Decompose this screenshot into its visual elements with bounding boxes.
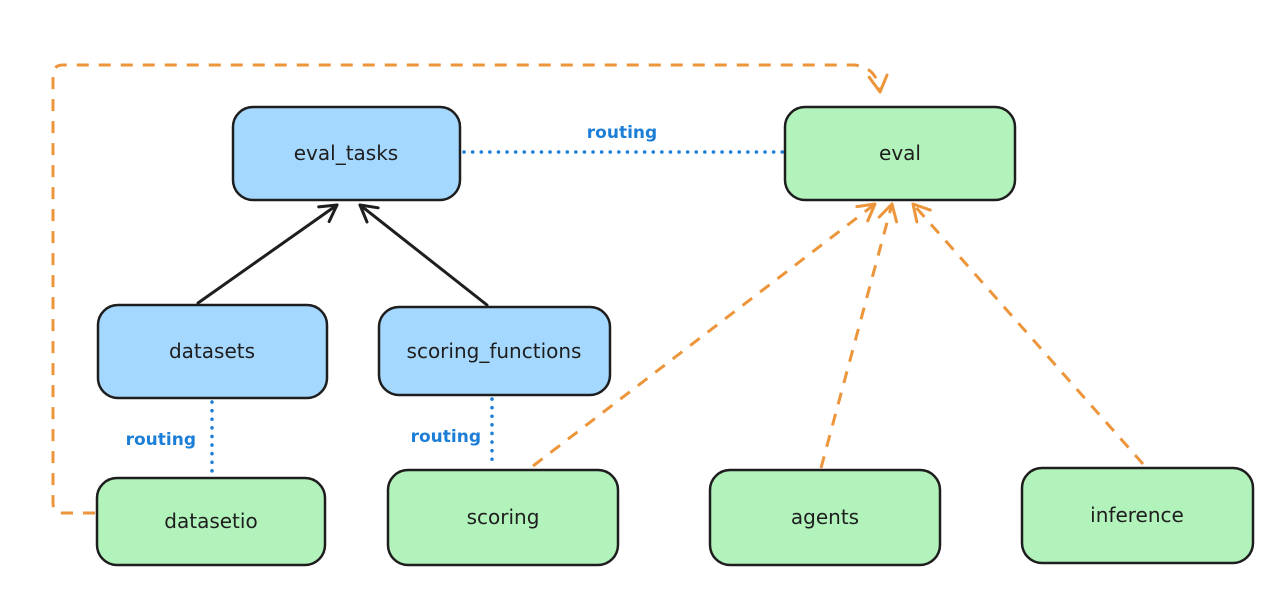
node-scoring-label: scoring bbox=[467, 505, 540, 529]
edge-scoring-to-eval bbox=[532, 202, 877, 468]
routing-label-datasetio: routing bbox=[126, 430, 196, 450]
node-inference-label: inference bbox=[1090, 503, 1184, 527]
node-eval-tasks-box bbox=[231, 105, 462, 202]
node-agents: agents bbox=[708, 468, 942, 567]
node-datasets-box bbox=[96, 303, 329, 400]
edge-inference-to-eval bbox=[911, 202, 1145, 465]
node-datasets-label: datasets bbox=[169, 339, 255, 363]
edge-agents-to-eval bbox=[819, 202, 899, 469]
node-datasetio-box bbox=[95, 476, 327, 567]
node-eval-tasks-label: eval_tasks bbox=[294, 141, 398, 165]
node-agents-label: agents bbox=[791, 505, 859, 529]
node-eval-label: eval bbox=[879, 141, 921, 165]
edge-datasetio-to-eval bbox=[51, 63, 889, 515]
node-scoring-box bbox=[386, 468, 620, 567]
node-inference-box bbox=[1020, 466, 1255, 565]
node-eval: eval bbox=[783, 105, 1017, 202]
node-scoring: scoring bbox=[386, 468, 620, 567]
node-agents-box bbox=[708, 468, 942, 567]
node-inference: inference bbox=[1020, 466, 1255, 565]
node-scoring-functions-box bbox=[377, 305, 612, 397]
routing-label-top: routing bbox=[587, 123, 657, 143]
edge-scoring-functions-to-eval-tasks bbox=[358, 203, 489, 307]
node-eval-tasks: eval_tasks bbox=[231, 105, 462, 202]
routing-label-scoring: routing bbox=[411, 427, 481, 447]
edge-datasets-to-eval-tasks bbox=[196, 203, 339, 305]
node-datasetio-label: datasetio bbox=[164, 509, 257, 533]
node-scoring-functions: scoring_functions bbox=[377, 305, 612, 397]
node-scoring-functions-label: scoring_functions bbox=[407, 339, 582, 363]
node-datasets: datasets bbox=[96, 303, 329, 400]
node-eval-box bbox=[783, 105, 1017, 202]
node-datasetio: datasetio bbox=[95, 476, 327, 567]
